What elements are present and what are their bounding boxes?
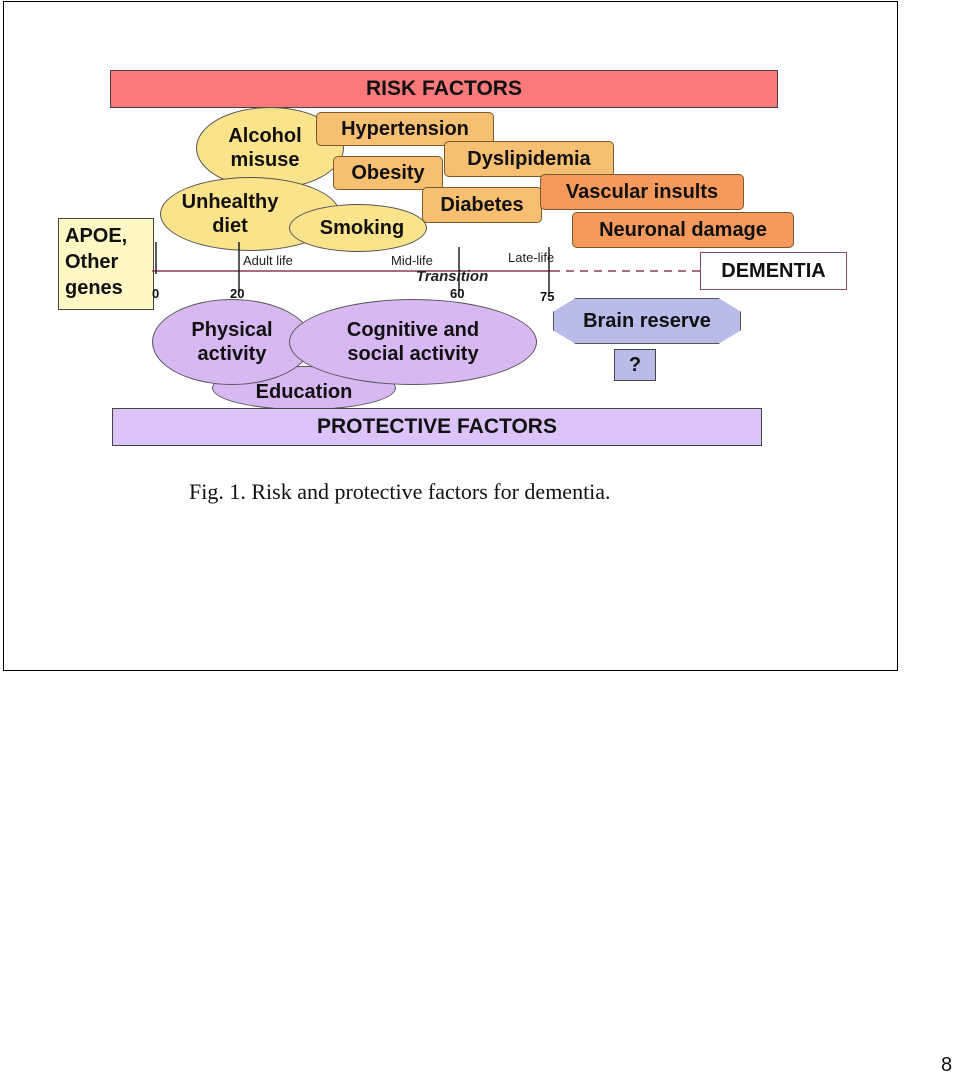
timeline-axis: [152, 242, 700, 292]
smoking-ellipse: Smoking: [289, 204, 427, 252]
protective-factors-bar: PROTECTIVE FACTORS: [112, 408, 762, 446]
cognitive-social-activity-ellipse: Cognitive and social activity: [289, 299, 537, 385]
apoe-genes-box: APOE, Other genes: [58, 218, 154, 310]
transition-label: Transition: [416, 268, 489, 285]
adult-life-label: Adult life: [243, 253, 293, 268]
tick-0: 0: [152, 286, 160, 301]
obesity-box: Obesity: [333, 156, 443, 190]
question-mark-box: ?: [614, 349, 656, 381]
tick-60: 60: [450, 286, 465, 301]
brain-reserve-box: Brain reserve: [553, 298, 741, 344]
dementia-box: DEMENTIA: [700, 252, 847, 290]
alcohol-misuse-ellipse: Alcohol misuse: [196, 107, 344, 189]
tick-75: 75: [540, 289, 555, 304]
dyslipidemia-box: Dyslipidemia: [444, 141, 614, 177]
physical-activity-ellipse: Physical activity: [152, 299, 312, 385]
page-number: 8: [941, 1054, 953, 1076]
slide-frame: RISK FACTORS Alcohol misuse Unhealthy di…: [3, 1, 898, 671]
hypertension-box: Hypertension: [316, 112, 494, 146]
tick-20: 20: [230, 286, 245, 301]
mid-life-label: Mid-life: [391, 253, 433, 268]
risk-factors-bar: RISK FACTORS: [110, 70, 778, 108]
late-life-label: Late-life: [508, 250, 555, 265]
vascular-insults-box: Vascular insults: [540, 174, 744, 210]
neuronal-damage-box: Neuronal damage: [572, 212, 794, 248]
figure-caption: Fig. 1. Risk and protective factors for …: [189, 479, 611, 504]
diabetes-box: Diabetes: [422, 187, 542, 223]
